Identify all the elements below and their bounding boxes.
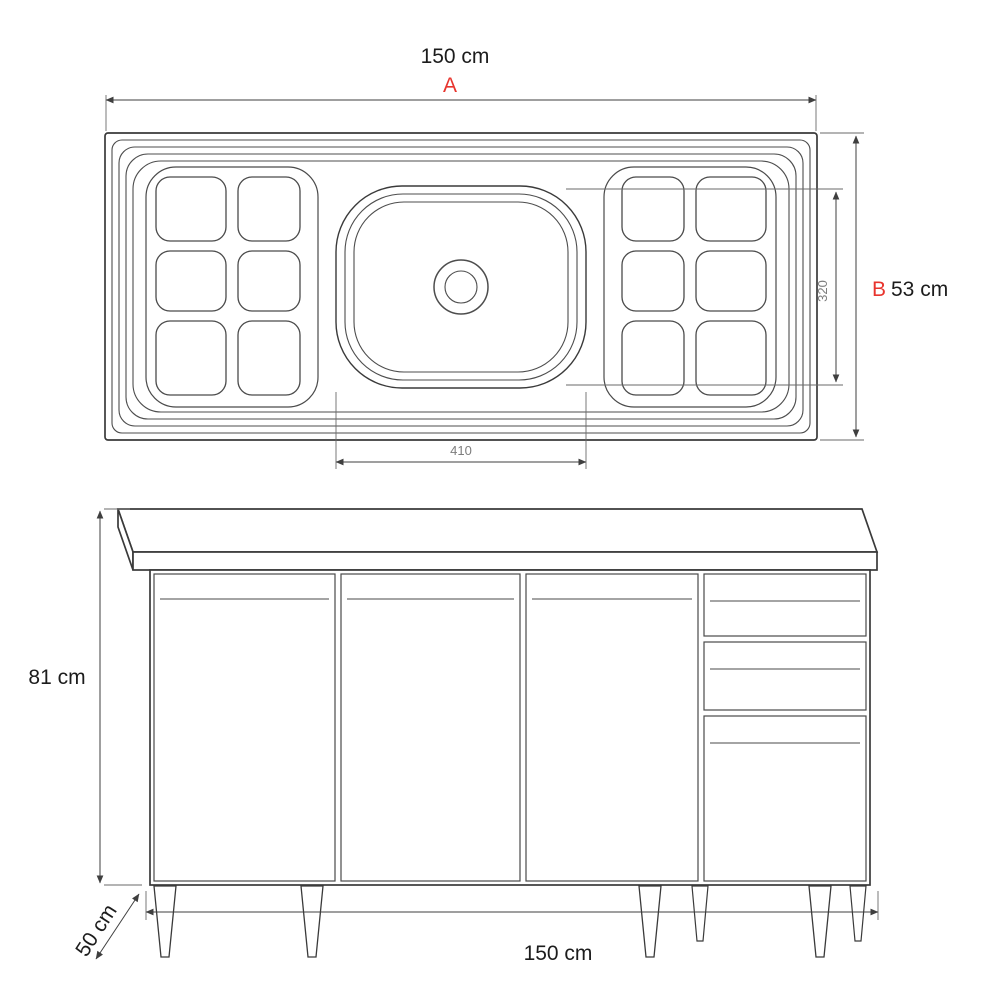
cabinet-leg (808, 885, 832, 958)
countertop-slab (116, 508, 879, 571)
drainboard-outline (603, 166, 777, 408)
drawer-front (703, 715, 867, 882)
door-panel (340, 573, 521, 882)
top-width-letter: A (443, 74, 457, 97)
cabinet-leg-back (849, 885, 867, 942)
countertop-contour (132, 160, 790, 413)
dim-basin-width: 410 (335, 392, 587, 469)
slab-top-face (116, 508, 879, 553)
drain-outer (433, 259, 489, 315)
drainer-cell (621, 320, 685, 396)
drainer-cell (695, 176, 767, 242)
dim-basin-depth: 320 (566, 188, 843, 386)
basin-contour (353, 201, 569, 373)
drainboard-left (145, 166, 319, 408)
top-depth-letter: B (872, 278, 886, 301)
drawer-front (703, 573, 867, 637)
drawer-stack (703, 573, 867, 882)
cabinet-height-label: 81 cm (28, 666, 85, 689)
drainer-cell (237, 320, 301, 396)
drainer-cell (621, 250, 685, 312)
cabinet-leg (638, 885, 662, 958)
drainer-cell (237, 176, 301, 242)
basin-width-label: 410 (450, 443, 472, 458)
drainer-cell (695, 320, 767, 396)
cabinet-front-view: 81 cm 150 cm 50 cm (28, 508, 879, 965)
drawer-1 (703, 573, 867, 637)
basin-outline (335, 185, 587, 389)
cabinet-leg-back (691, 885, 709, 942)
top-depth-label: 53 cm (891, 278, 948, 301)
drawer-3 (703, 715, 867, 882)
legs (153, 885, 867, 958)
drainer-cell (621, 176, 685, 242)
cabinet-width-label: 150 cm (524, 942, 593, 965)
basin-depth-label: 320 (815, 280, 830, 302)
cabinet-leg (300, 885, 324, 958)
sink-basin (335, 185, 587, 389)
drawer-2 (703, 641, 867, 711)
basin-contour (344, 193, 578, 381)
dim-top-width: 150 cm A (105, 45, 817, 131)
door-1 (153, 573, 336, 882)
drain-inner (444, 270, 478, 304)
door-2 (340, 573, 521, 882)
cabinet-leg (153, 885, 177, 958)
countertop-contour (125, 153, 797, 420)
drainboard-right (603, 166, 777, 408)
sink-top-view: 320 410 150 cm A B 53 cm (104, 45, 948, 469)
countertop-contour (111, 139, 811, 434)
dim-cabinet-width: 150 cm (145, 891, 879, 965)
dim-cabinet-depth: 50 cm (71, 893, 140, 961)
drawer-front (703, 641, 867, 711)
door-panel (153, 573, 336, 882)
door-panel (525, 573, 699, 882)
dim-top-depth: B 53 cm (820, 132, 948, 441)
countertop-contour (118, 146, 804, 427)
cabinet-depth-label: 50 cm (71, 900, 121, 960)
cabinet-body (149, 569, 871, 886)
drainer-cell (155, 320, 227, 396)
drainboard-outline (145, 166, 319, 408)
top-width-label: 150 cm (421, 45, 490, 68)
drainer-cell (237, 250, 301, 312)
door-3 (525, 573, 699, 882)
dim-cabinet-height: 81 cm (28, 508, 142, 886)
drainer-cell (155, 250, 227, 312)
drainer-cell (695, 250, 767, 312)
dimension-line (95, 893, 140, 960)
slab-front-edge (132, 551, 878, 571)
drainer-cell (155, 176, 227, 242)
